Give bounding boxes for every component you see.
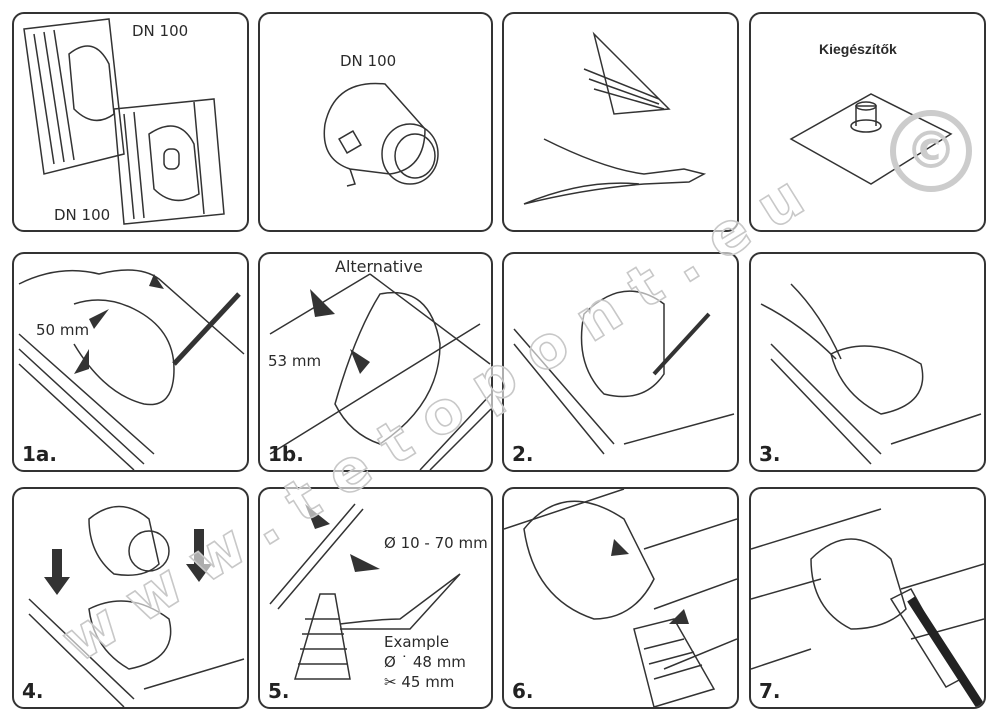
copyright-symbol: © <box>890 110 972 192</box>
accessories-title: Kiegészítők <box>819 41 897 57</box>
panel-step-1a: 50 mm 1a. <box>12 252 249 472</box>
dn100-label-top: DN 100 <box>132 22 189 40</box>
dn100-label: DN 100 <box>340 52 397 70</box>
example-title: Example <box>384 633 450 651</box>
step-4-illustration <box>28 505 245 707</box>
step-label: 5. <box>268 679 290 703</box>
measure-53mm: 53 mm <box>268 352 322 370</box>
measure-50mm: 50 mm <box>36 321 90 339</box>
dn100-label-bottom: DN 100 <box>54 206 111 224</box>
panel-step-5: Ø 10 - 70 mm Example Ø ˙ 48 mm ✂ 45 mm 5… <box>258 487 493 709</box>
step-1b-illustration <box>269 273 491 470</box>
step-label: 1a. <box>22 442 58 466</box>
step-label: 3. <box>759 442 781 466</box>
panel-step-1b: Alternative 53 mm 1b. <box>258 252 493 472</box>
alternative-title: Alternative <box>335 257 423 276</box>
step-2-illustration <box>513 290 735 455</box>
panel-step-6: 6. <box>502 487 739 709</box>
diameter-range: Ø 10 - 70 mm <box>384 534 488 552</box>
step-label: 7. <box>759 679 781 703</box>
panel-step-2: 2. <box>502 252 739 472</box>
step-label: 2. <box>512 442 534 466</box>
step-3-illustration <box>760 283 982 465</box>
panel-step-7: 7. <box>749 487 986 709</box>
example-cut: ✂ 45 mm <box>384 673 455 691</box>
panel-vent-dn100: DN 100 <box>258 12 493 232</box>
vent-illustration <box>323 82 439 187</box>
cone-and-shears-illustration <box>523 31 707 205</box>
step-7-illustration <box>751 508 984 707</box>
panel-tools <box>502 12 739 232</box>
panel-step-4: 4. <box>12 487 249 709</box>
step-1a-illustration <box>18 269 245 470</box>
roof-tile-illustration <box>23 18 225 225</box>
panel-roof-tiles-dn100: DN 100 DN 100 <box>12 12 249 232</box>
panel-step-3: 3. <box>749 252 986 472</box>
step-label: 1b. <box>268 442 304 466</box>
step-5-illustration <box>269 503 461 680</box>
step-label: 4. <box>22 679 44 703</box>
example-diameter: Ø ˙ 48 mm <box>384 653 466 671</box>
step-6-illustration <box>504 489 737 707</box>
step-label: 6. <box>512 679 534 703</box>
